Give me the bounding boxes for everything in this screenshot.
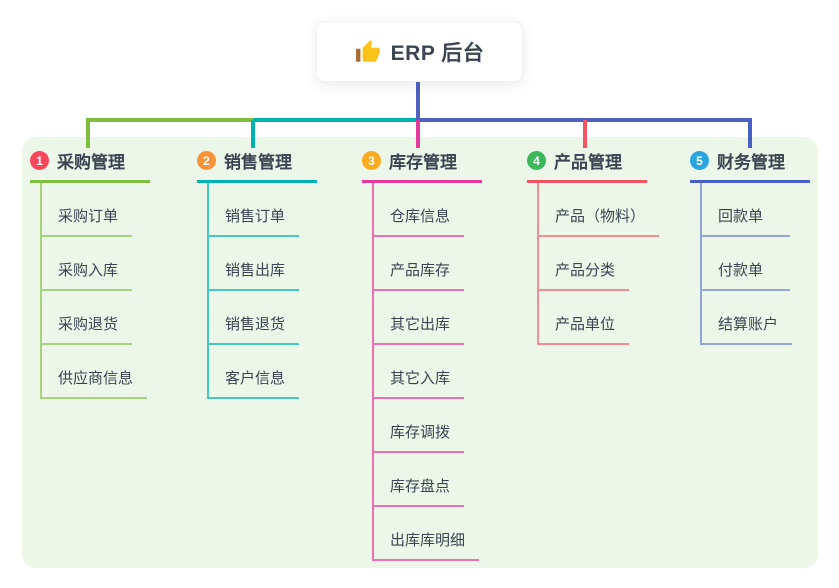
- branch-label: 产品管理: [554, 153, 622, 172]
- branch-header-inventory[interactable]: 3 库存管理: [362, 148, 482, 183]
- connector-drop-inventory: [416, 120, 420, 148]
- connector-drop-sales: [251, 120, 255, 148]
- branch-number-badge: 2: [197, 151, 216, 170]
- branch-finance: 5 财务管理 回款单 付款单 结算账户: [690, 148, 810, 345]
- branch-number-badge: 5: [690, 151, 709, 170]
- mindmap-node[interactable]: 结算账户: [702, 291, 793, 345]
- branch-header-sales[interactable]: 2 销售管理: [197, 148, 317, 183]
- branch-header-finance[interactable]: 5 财务管理: [690, 148, 810, 183]
- branch-header-procurement[interactable]: 1 采购管理: [30, 148, 150, 183]
- mindmap-node[interactable]: 付款单: [702, 237, 790, 291]
- branch-inventory: 3 库存管理 仓库信息 产品库存 其它出库 其它入库 库存调拨 库存盘点 出库库…: [362, 148, 482, 561]
- mindmap-node[interactable]: 产品分类: [539, 237, 630, 291]
- mindmap-node[interactable]: 回款单: [702, 183, 790, 237]
- root-label: ERP 后台: [390, 41, 485, 65]
- branches-container: [22, 137, 818, 568]
- branch-children: 产品（物料） 产品分类 产品单位: [537, 183, 660, 345]
- connector-horizontal-green: [86, 118, 255, 122]
- connector-drop-procurement: [86, 120, 90, 148]
- branch-number-badge: 1: [30, 151, 49, 170]
- mindmap-node[interactable]: 销售出库: [209, 237, 300, 291]
- branch-sales: 2 销售管理 销售订单 销售出库 销售退货 客户信息: [197, 148, 317, 399]
- mindmap-node[interactable]: 销售订单: [209, 183, 300, 237]
- branch-number-badge: 3: [362, 151, 381, 170]
- branch-children: 采购订单 采购入库 采购退货 供应商信息: [40, 183, 150, 399]
- connector-horizontal-teal: [253, 118, 418, 122]
- branch-label: 财务管理: [717, 153, 785, 172]
- mindmap-node[interactable]: 产品单位: [539, 291, 630, 345]
- branch-procurement: 1 采购管理 采购订单 采购入库 采购退货 供应商信息: [30, 148, 150, 399]
- connector-drop-finance: [748, 120, 752, 148]
- mindmap-node[interactable]: 产品（物料）: [539, 183, 660, 237]
- thumbs-up-icon: [355, 39, 381, 65]
- branch-children: 仓库信息 产品库存 其它出库 其它入库 库存调拨 库存盘点 出库库明细: [372, 183, 482, 561]
- mindmap-node[interactable]: 出库库明细: [374, 507, 480, 561]
- mindmap-node[interactable]: 销售退货: [209, 291, 300, 345]
- mindmap-node[interactable]: 采购入库: [42, 237, 133, 291]
- mindmap-node[interactable]: 采购订单: [42, 183, 133, 237]
- branch-number-badge: 4: [527, 151, 546, 170]
- mindmap-node[interactable]: 采购退货: [42, 291, 133, 345]
- connector-root-vertical: [416, 82, 420, 120]
- mindmap-node[interactable]: 其它出库: [374, 291, 465, 345]
- connector-drop-product: [583, 120, 587, 148]
- branch-children: 回款单 付款单 结算账户: [700, 183, 810, 345]
- mindmap-node[interactable]: 供应商信息: [42, 345, 148, 399]
- mindmap-node[interactable]: 其它入库: [374, 345, 465, 399]
- branch-label: 库存管理: [389, 153, 457, 172]
- mindmap-node[interactable]: 仓库信息: [374, 183, 465, 237]
- mindmap-node[interactable]: 产品库存: [374, 237, 465, 291]
- root-node[interactable]: ERP 后台: [316, 21, 523, 82]
- branch-label: 销售管理: [224, 153, 292, 172]
- mindmap-node[interactable]: 客户信息: [209, 345, 300, 399]
- branch-label: 采购管理: [57, 153, 125, 172]
- mindmap-node[interactable]: 库存调拨: [374, 399, 465, 453]
- mindmap-node[interactable]: 库存盘点: [374, 453, 465, 507]
- branch-children: 销售订单 销售出库 销售退货 客户信息: [207, 183, 317, 399]
- branch-product: 4 产品管理 产品（物料） 产品分类 产品单位: [527, 148, 660, 345]
- branch-header-product[interactable]: 4 产品管理: [527, 148, 647, 183]
